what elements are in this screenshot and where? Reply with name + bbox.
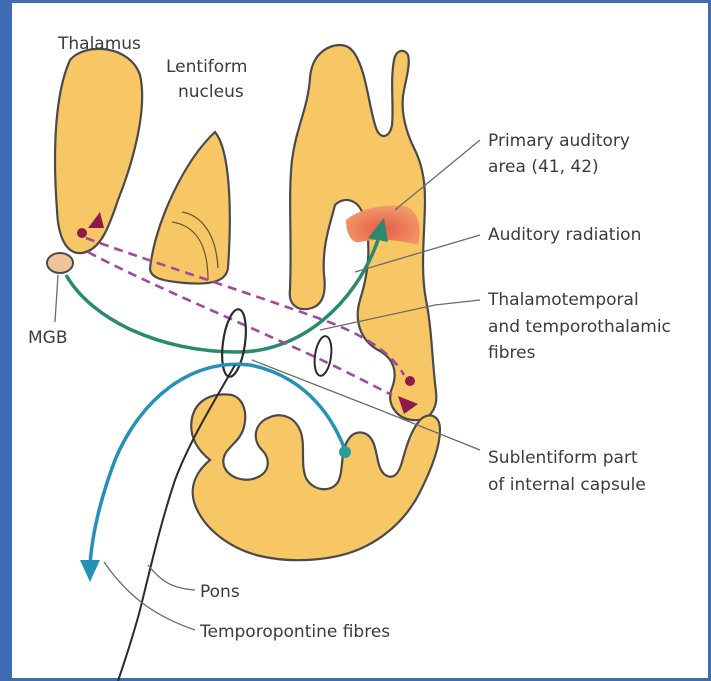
- label-auditory-radiation: Auditory radiation: [488, 225, 641, 245]
- label-thalamo-line2: and temporothalamic: [488, 317, 671, 337]
- leader-pons: [148, 565, 195, 590]
- label-thalamus: Thalamus: [57, 34, 141, 54]
- temporopontine-origin-dot: [339, 446, 351, 458]
- fibre-bundle-loop-right: [312, 335, 333, 377]
- label-primary-line1: Primary auditory: [488, 131, 630, 151]
- thalamotemporal-dot-thalamus: [77, 228, 87, 238]
- thalamotemporal-dot-cortex: [405, 376, 415, 386]
- label-thalamo-line3: fibres: [488, 343, 536, 363]
- label-temporopontine: Temporopontine fibres: [199, 622, 390, 642]
- thalamotemporal-fibre-lower: [88, 252, 392, 395]
- thalamotemporal-fibre-upper: [86, 238, 404, 375]
- label-sublent-line2: of internal capsule: [488, 475, 646, 495]
- label-thalamo-line1: Thalamotemporal: [487, 290, 639, 310]
- label-lentiform-line1: Lentiform: [166, 57, 247, 77]
- lentiform-nucleus-shape: [150, 132, 230, 284]
- label-sublent-line1: Sublentiform part: [488, 448, 638, 468]
- label-pons: Pons: [200, 582, 240, 602]
- label-primary-line2: area (41, 42): [488, 157, 599, 177]
- label-lentiform-line2: nucleus: [178, 82, 244, 102]
- temporopontine-arrowhead: [80, 560, 100, 582]
- label-mgb: MGB: [28, 328, 68, 348]
- mgb-shape: [47, 253, 73, 273]
- leader-mgb: [55, 275, 58, 322]
